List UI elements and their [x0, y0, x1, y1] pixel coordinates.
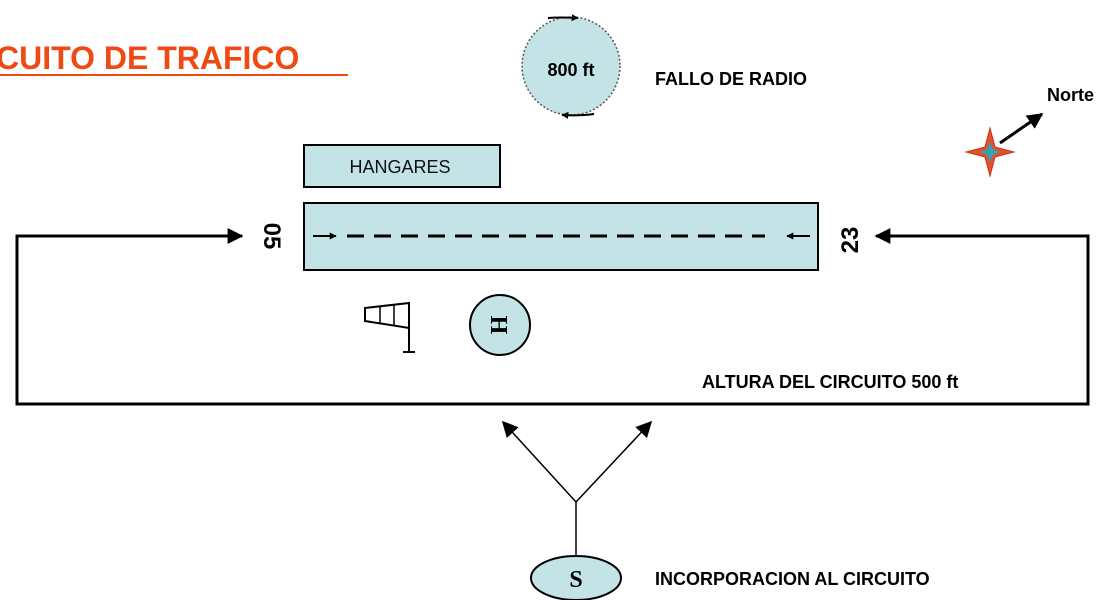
- joining-point-label: S: [569, 567, 582, 593]
- radio-failure-hold: 800 ft: [521, 14, 621, 119]
- hold-arrow-bottom: [561, 111, 595, 119]
- joining-label: INCORPORACION AL CIRCUITO: [655, 569, 930, 589]
- windsock-icon: [364, 301, 415, 353]
- compass-star-icon: [964, 126, 1016, 178]
- hangars-building: [303, 144, 501, 188]
- radio-failure-label: FALLO DE RADIO: [655, 69, 807, 89]
- helipad: [469, 294, 531, 356]
- circuit-path: [15, 228, 1090, 406]
- joining-arrow-right: [575, 420, 653, 503]
- circuit-height-label: ALTURA DEL CIRCUITO 500 ft: [702, 372, 958, 392]
- helipad-label: H: [485, 316, 511, 335]
- runway-number-23: 23: [837, 227, 864, 254]
- north-arrow: [999, 112, 1044, 145]
- joining-arrow-left: [501, 420, 577, 503]
- north-label: Norte: [1047, 85, 1094, 105]
- hold-arrow-top: [547, 14, 579, 22]
- hold-altitude: 800 ft: [547, 60, 594, 80]
- diagram-title: CUITO DE TRAFICO: [0, 40, 299, 76]
- joining-point: [530, 555, 622, 600]
- runway-number-05: 05: [258, 223, 285, 250]
- hangars-label: HANGARES: [349, 157, 450, 177]
